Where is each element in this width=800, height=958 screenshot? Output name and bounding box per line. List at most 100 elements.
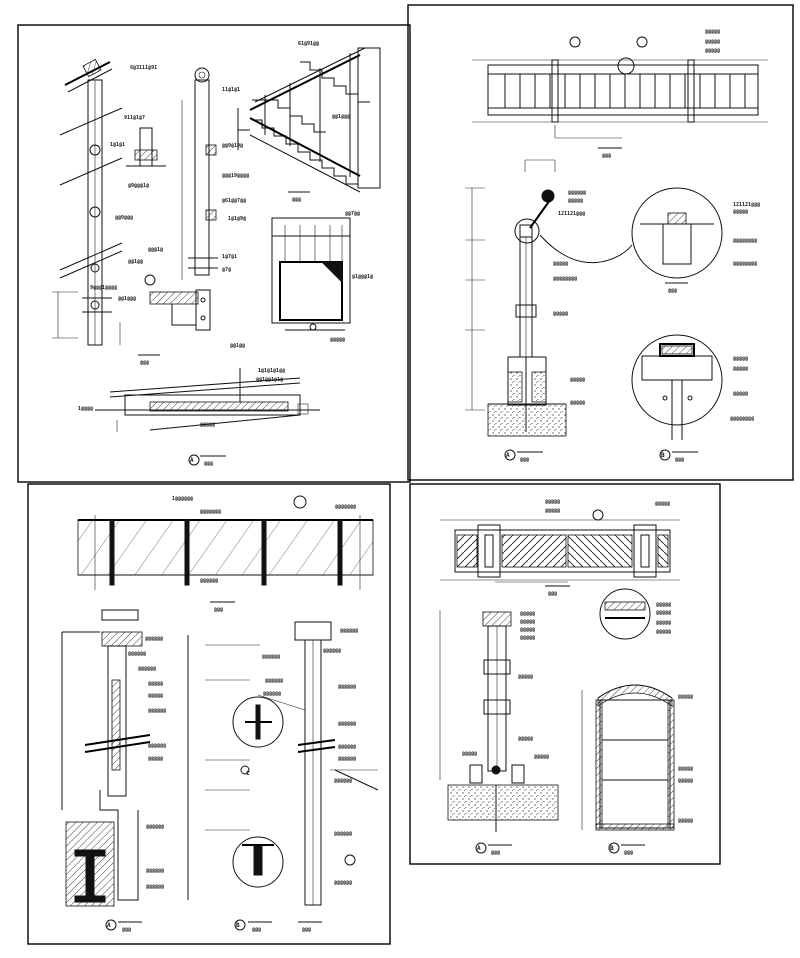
note: @@7@@: [345, 211, 360, 217]
note: @@@@@: [733, 391, 748, 397]
note: @@1@@@: [332, 114, 350, 120]
note: @@@@@@: [146, 884, 164, 890]
note: @@@@@: [705, 29, 720, 35]
note: 1@@@@@@: [172, 496, 193, 502]
note: @@@@@: [678, 694, 693, 700]
note: @@@@@@: [262, 654, 280, 660]
note: @61@@7@@: [222, 198, 246, 204]
note: @@@@@: [656, 620, 671, 626]
note: @@@@@: [148, 681, 163, 687]
drawing-title: @@@: [302, 927, 311, 933]
note: @@@@@@@: [200, 509, 221, 515]
sheet-1-stair-railing: [17, 24, 411, 483]
note: @@9@@@: [115, 215, 133, 221]
note: @@@@@@: [568, 190, 586, 196]
drawing-title: @@@: [602, 153, 611, 159]
note: @@@@@@: [148, 743, 166, 749]
drawing-title: @@@: [675, 457, 684, 463]
note: @@@@@@: [138, 666, 156, 672]
note: @7@: [222, 267, 231, 273]
sheet-2-balustrade: [407, 4, 794, 481]
note: @@@@@: [148, 756, 163, 762]
note: @@@@@: [656, 610, 671, 616]
note: @@@@@@: [265, 678, 283, 684]
note: @@@@@: [656, 602, 671, 608]
note: @@@@@: [570, 400, 585, 406]
note: @@@@@@: [200, 578, 218, 584]
note: @@@@@@: [338, 684, 356, 690]
sheet-4-lattice-railing: [409, 483, 721, 865]
note: @@@@@@: [263, 691, 281, 697]
note: @@@@@: [520, 619, 535, 625]
note: @@@@@: [545, 508, 560, 514]
note: @@@@@@: [334, 831, 352, 837]
note: @@@@@@: [338, 721, 356, 727]
note: 6@3111@91: [130, 65, 157, 71]
note: @@@@@: [553, 311, 568, 317]
drawing-title: @@@: [292, 197, 301, 203]
sheet-2-annotations: @@@@@ @@@@@ @@@@@ @@@@@@ @@@@@ 121121@@@…: [506, 29, 760, 463]
note: @@@@@@: [334, 778, 352, 784]
note: @@@@@: [518, 736, 533, 742]
note: @@@@@: [678, 778, 693, 784]
sheet-3-annotations: 1@@@@@@ @@@@@@@ @@@@@@@ @@@@@@ @@@@@@ @@…: [107, 496, 358, 933]
note: @@@@@@: [145, 636, 163, 642]
drawing-title: @@@: [140, 360, 149, 366]
note: @@@@@@: [338, 744, 356, 750]
note: @@@@@@@@: [733, 261, 757, 267]
note: @@@@@: [733, 366, 748, 372]
note: @@@@@: [462, 751, 477, 757]
drawing-title: @@@: [624, 850, 633, 856]
note: 911@1@7: [124, 115, 145, 121]
note: @@@@@: [655, 501, 670, 507]
detail-bubble-label: A: [107, 922, 111, 929]
note: @9@@@1@: [128, 183, 149, 189]
detail-bubble-label: B: [661, 452, 665, 459]
sheet-1-annotations: 6@3111@91 11@1@1 61@91@@ 911@1@7 @@9@19@…: [78, 41, 373, 467]
note: @@@@@: [520, 635, 535, 641]
note: @@1@@: [128, 259, 143, 265]
note: @@@@@: [545, 499, 560, 505]
drawing-title: @@@: [122, 927, 131, 933]
drawing-title: @@@: [204, 461, 213, 467]
note: 1@1@9@: [228, 216, 246, 222]
note: @@@@@@@: [335, 504, 356, 510]
note: @@@@@: [520, 611, 535, 617]
sheet-3-glass-railing: [27, 483, 391, 945]
note: 1@1@1: [110, 142, 125, 148]
detail-bubble-label: B: [610, 845, 614, 852]
note: @@@19@@@@: [222, 173, 249, 179]
note: @@@@@: [656, 629, 671, 635]
note: 9@@@1@@@@: [90, 285, 117, 291]
drawing-title: @@@: [491, 850, 500, 856]
note: @@1@@@: [118, 296, 136, 302]
note: @@@@@@: [146, 868, 164, 874]
note: 1@1@1@1@@: [258, 368, 285, 374]
note: @@@@@: [570, 377, 585, 383]
note: @@@@@: [678, 818, 693, 824]
note: @@@1@: [148, 247, 163, 253]
note: @@@@@@: [334, 880, 352, 886]
note: @@1@@1@1@: [256, 377, 283, 383]
note: @@@@@: [733, 356, 748, 362]
detail-bubble-label: A: [506, 452, 510, 459]
note: 11@1@1: [222, 87, 240, 93]
note: @@@@@@: [338, 756, 356, 762]
detail-bubble-label: B: [236, 922, 240, 929]
note: @@@@@@@@: [553, 276, 577, 282]
note: @1@@@1@: [352, 274, 373, 280]
note: @@@@@: [534, 754, 549, 760]
drawing-title: @@@: [214, 607, 223, 613]
sheet-4-annotations: @@@@@ @@@@@ @@@@@ @@@@@ @@@@@ @@@@@ @@@@…: [462, 499, 693, 856]
note: 121121@@@: [558, 211, 585, 217]
note: 1@7@1: [222, 254, 237, 260]
note: @@@@@@: [323, 648, 341, 654]
drawing-title: @@@: [252, 927, 261, 933]
note: @@@@@: [733, 209, 748, 215]
note: @@@@@@@@: [730, 416, 754, 422]
elevation-balusters: [504, 74, 746, 108]
note: @@@@@: [518, 674, 533, 680]
note: @@@@@: [568, 198, 583, 204]
note: @@@@@@@@: [733, 238, 757, 244]
